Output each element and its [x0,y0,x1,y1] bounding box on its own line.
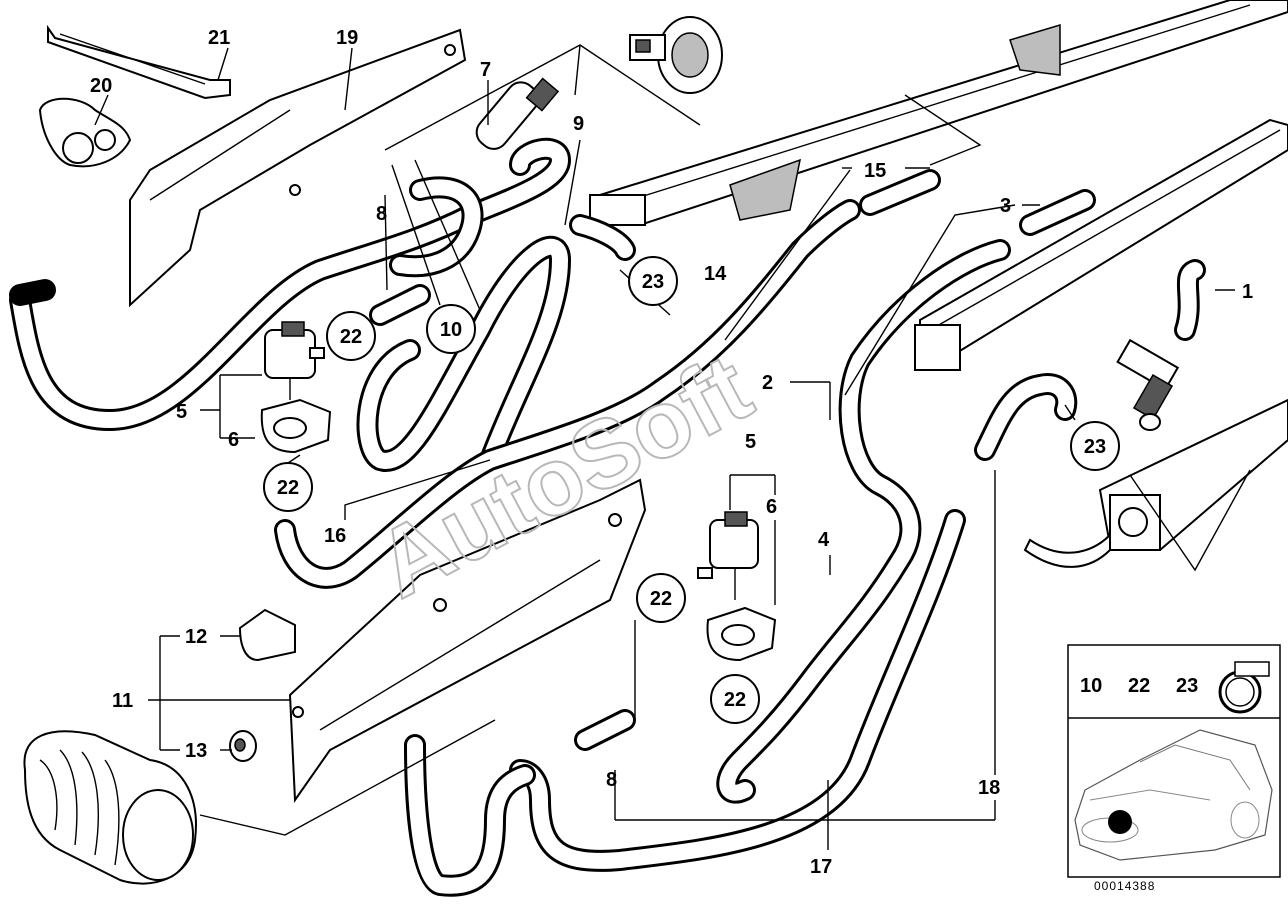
label-13: 13 [185,740,207,762]
leader-lines [94,44,1251,850]
label-14: 14 [704,263,727,285]
legend-box: 10 22 23 [1067,644,1281,878]
fuel-injector [1116,338,1180,431]
label-21: 21 [208,27,230,49]
label-17: 17 [810,856,832,878]
location-marker-icon [1108,810,1132,834]
bracket-19 [129,28,467,308]
label-5-left: 5 [176,401,187,423]
car-location-icon [1074,729,1273,861]
label-18: 18 [978,777,1000,799]
legend-number-23: 23 [1176,675,1198,697]
fuel-rail-lower [914,118,1288,371]
label-12: 12 [185,626,207,648]
circle-label-22-a: 22 [326,311,376,361]
svg-text:22: 22 [340,326,362,348]
label-4: 4 [818,529,830,551]
purge-valve-left [260,321,332,454]
svg-text:22: 22 [724,689,746,711]
label-5-center: 5 [745,431,756,453]
part-labels: 21 19 20 7 9 8 15 3 14 1 2 5 6 5 6 16 4 … [90,27,1253,878]
svg-text:23: 23 [642,271,664,293]
legend-number-22: 22 [1128,675,1150,697]
label-1: 1 [1242,281,1253,303]
fuel-rail-upper [589,0,1288,227]
pressure-regulator-top [629,16,723,94]
legend-number-10: 10 [1080,675,1102,697]
label-19: 19 [336,27,358,49]
fuel-filter-7 [475,77,560,150]
label-8-bottom: 8 [606,769,617,791]
rubber-boot [23,730,197,885]
label-9: 9 [573,113,584,135]
reference-number: 00014388 [1094,879,1155,893]
hoses [9,137,1206,897]
svg-text:10: 10 [440,319,462,341]
label-15: 15 [864,160,886,182]
cable-tie [47,24,231,100]
label-8-top: 8 [376,203,387,225]
label-6-left: 6 [228,429,239,451]
label-11: 11 [112,690,133,712]
label-7: 7 [480,59,491,81]
clip-12 [238,608,296,662]
purge-valve-center [697,511,777,662]
svg-text:23: 23 [1084,436,1106,458]
svg-text:22: 22 [277,477,299,499]
label-2: 2 [762,372,773,394]
label-3: 3 [1000,195,1011,217]
label-20: 20 [90,75,112,97]
intake-section [1023,398,1288,568]
circle-label-23-b: 23 [1070,421,1120,471]
circle-label-23-a: 23 [628,256,678,306]
circle-label-10: 10 [426,304,476,354]
circled-labels: 22 10 23 22 23 22 22 [263,256,1120,724]
expanding-rivet-13 [229,730,257,762]
hose-clip [38,97,132,168]
bracket-11 [288,478,647,803]
circle-label-22-b: 22 [263,462,313,512]
label-6-center: 6 [766,496,777,518]
hose-clamp-icon [1218,661,1270,714]
circle-label-22-c: 22 [636,573,686,623]
label-16: 16 [324,525,346,547]
svg-text:22: 22 [650,588,672,610]
circle-label-22-d: 22 [710,674,760,724]
